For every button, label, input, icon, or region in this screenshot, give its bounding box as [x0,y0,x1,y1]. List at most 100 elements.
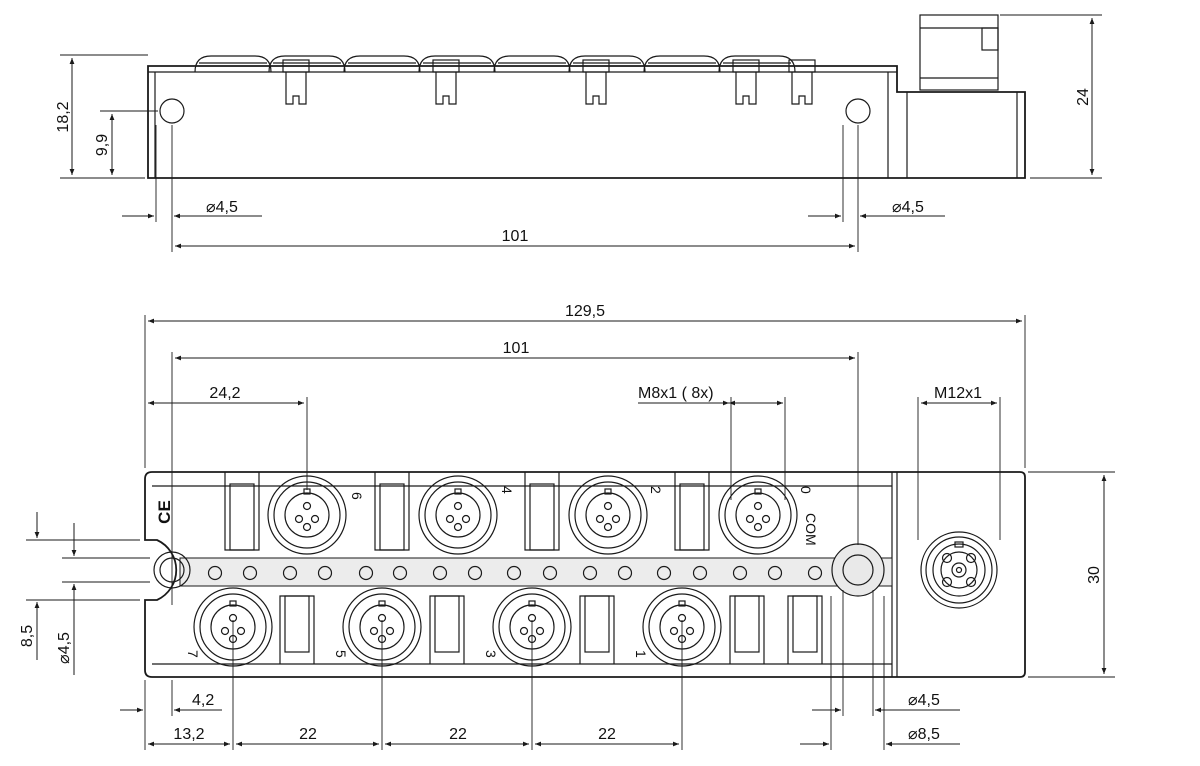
port-pin [761,514,771,524]
port-pin [445,514,455,524]
dim-left-hole-dia: ⌀4,5 [56,632,73,664]
led [807,565,823,581]
led [617,565,633,581]
led [582,565,598,581]
led [282,565,298,581]
port-pin [294,514,304,524]
port-pin [302,501,312,511]
side-latch-clip [285,72,307,105]
label-slot-inner [679,483,705,551]
port-key [604,488,612,495]
dim-side-height-total: 18,2 [55,101,72,132]
top-body [144,471,1026,678]
dim-side-hole-dia-left: ⌀4,5 [206,199,238,216]
port-key [528,600,536,607]
led [207,565,223,581]
led-strip [179,557,893,587]
port-pin [595,514,605,524]
port-pin [461,514,471,524]
port-ring [424,481,492,549]
port-key [454,488,462,495]
side-body [147,65,1026,179]
led [732,565,748,581]
led [542,565,558,581]
port-pin [453,522,463,532]
port-key [378,600,386,607]
port-pin [603,501,613,511]
dim-left-height: 8,5 [19,625,36,647]
dim-pitch-2: 22 [449,726,467,743]
side-latch [582,59,610,73]
side-latch [788,59,816,73]
port-nut [718,475,798,555]
dim-right-boss-dia: ⌀8,5 [908,726,940,743]
port-pin [685,626,695,636]
label-slot-inner [584,595,610,653]
led [242,565,258,581]
dim-hole-spacing: 101 [503,340,530,357]
led [506,565,522,581]
dim-first-port: 24,2 [209,385,240,402]
dim-width: 30 [1086,566,1103,584]
m8-port-top [418,475,498,555]
top-view: CE 6 4 2 0 COM 7 5 3 1 129,5 [19,303,1115,750]
mount-hole-right [842,554,874,586]
label-slot-inner [229,483,255,551]
label-slot-inner [284,595,310,653]
port-face [735,492,781,538]
led [317,565,333,581]
port-key [229,600,237,607]
side-connector-caps [194,55,816,105]
port-ring [574,481,642,549]
port-pin [453,501,463,511]
port-label-2: 2 [648,486,664,494]
port-pin [603,522,613,532]
label-slot-inner [792,595,818,653]
m8-port-top [568,475,648,555]
port-key [754,488,762,495]
port-pin [611,514,621,524]
side-view: 18,2 9,9 ⌀4,5 ⌀4,5 101 24 [55,14,1102,252]
side-latch-clip [585,72,607,105]
port-pin [310,514,320,524]
m8-port-top [718,475,798,555]
side-latch-clip [791,72,813,105]
led [467,565,483,581]
port-pin [385,626,395,636]
port-pin [220,626,230,636]
mount-boss-right [831,543,885,597]
side-latch [282,59,310,73]
side-cap [194,55,272,73]
port-pin [745,514,755,524]
dim-left-offset: 4,2 [192,692,214,709]
port-pin [535,626,545,636]
port-pin [753,501,763,511]
label-slot-inner [434,595,460,653]
port-pin [369,626,379,636]
port-face [284,492,330,538]
dim-total-length: 129,5 [565,303,605,320]
dim-port-start: 13,2 [173,726,204,743]
side-cap [568,55,646,73]
dim-side-hole-height: 9,9 [94,134,111,156]
side-cap [493,55,571,73]
port-pin [236,626,246,636]
m12-connector-side [919,14,999,91]
m12-connector [920,531,998,609]
port-pin [302,522,312,532]
ce-mark: CE [155,500,174,524]
led [392,565,408,581]
port-pin [519,626,529,636]
port-nut [418,475,498,555]
port-label-5: 5 [333,650,349,658]
port-pin [669,626,679,636]
led-indicators [207,565,823,581]
side-cap [718,55,796,73]
port-ring [273,481,341,549]
dim-thread-m8: M8x1 ( 8x) [638,385,714,402]
led [767,565,783,581]
port-face [435,492,481,538]
dim-pitch-1: 22 [299,726,317,743]
side-cap [343,55,421,73]
